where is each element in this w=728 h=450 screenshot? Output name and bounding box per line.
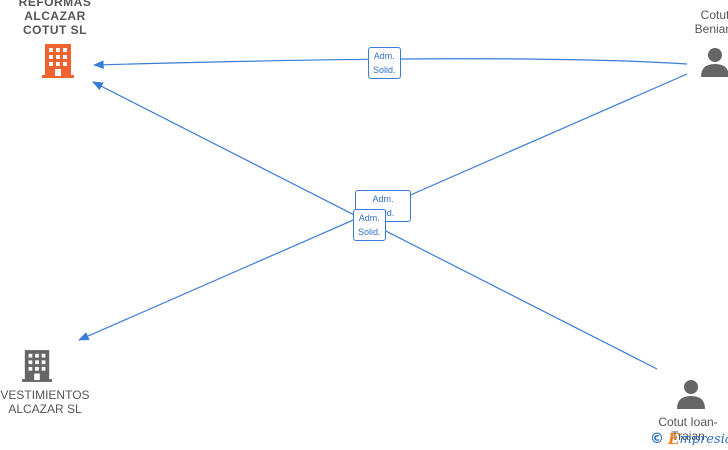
brand-logo-text: mpresia [679,431,728,447]
node-label-reformas: REFORMAS ALCAZAR COTUT SL [18,0,92,37]
node-label-cotut-ioan: Cotut Ioan- Traian [658,415,718,443]
node-label-revestimientos: VESTIMIENTOS ALCAZAR SL [0,388,90,416]
edge-label-adm-solid[interactable]: Adm. Solid. [368,47,401,79]
building-icon [22,350,52,382]
empresia-watermark: © E mpresia [650,429,728,449]
brand-logo-letter: E [668,430,680,448]
copyright-icon: © [650,431,664,447]
edge-beniamin-reformas [92,58,688,70]
person-icon [677,380,705,409]
person-icon [701,48,728,77]
edge-label-adm-solid[interactable]: Adm. Solid. [353,209,386,241]
building-icon [42,44,74,78]
node-label-cotut-beniamin: Cotut Beniam [694,8,728,36]
